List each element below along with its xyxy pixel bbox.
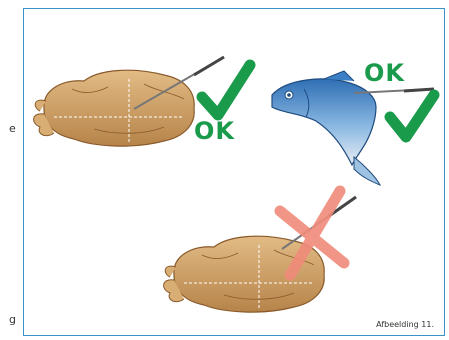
edge-text-bottom: g [9,313,16,326]
ok-label-fish: OK [364,59,405,87]
figure-caption: Afbeelding 11. [376,320,434,329]
figure-frame: OK OK Afbeelding 11. [23,8,445,336]
check-icon-top [202,65,250,115]
check-icon-fish [390,95,434,137]
fish-illustration [272,71,380,185]
chicken-top-illustration [34,70,195,146]
left-margin: e g [0,0,22,340]
edge-text-top: e [9,122,16,135]
figure-illustration [24,9,444,335]
ok-label-chicken: OK [194,117,235,145]
